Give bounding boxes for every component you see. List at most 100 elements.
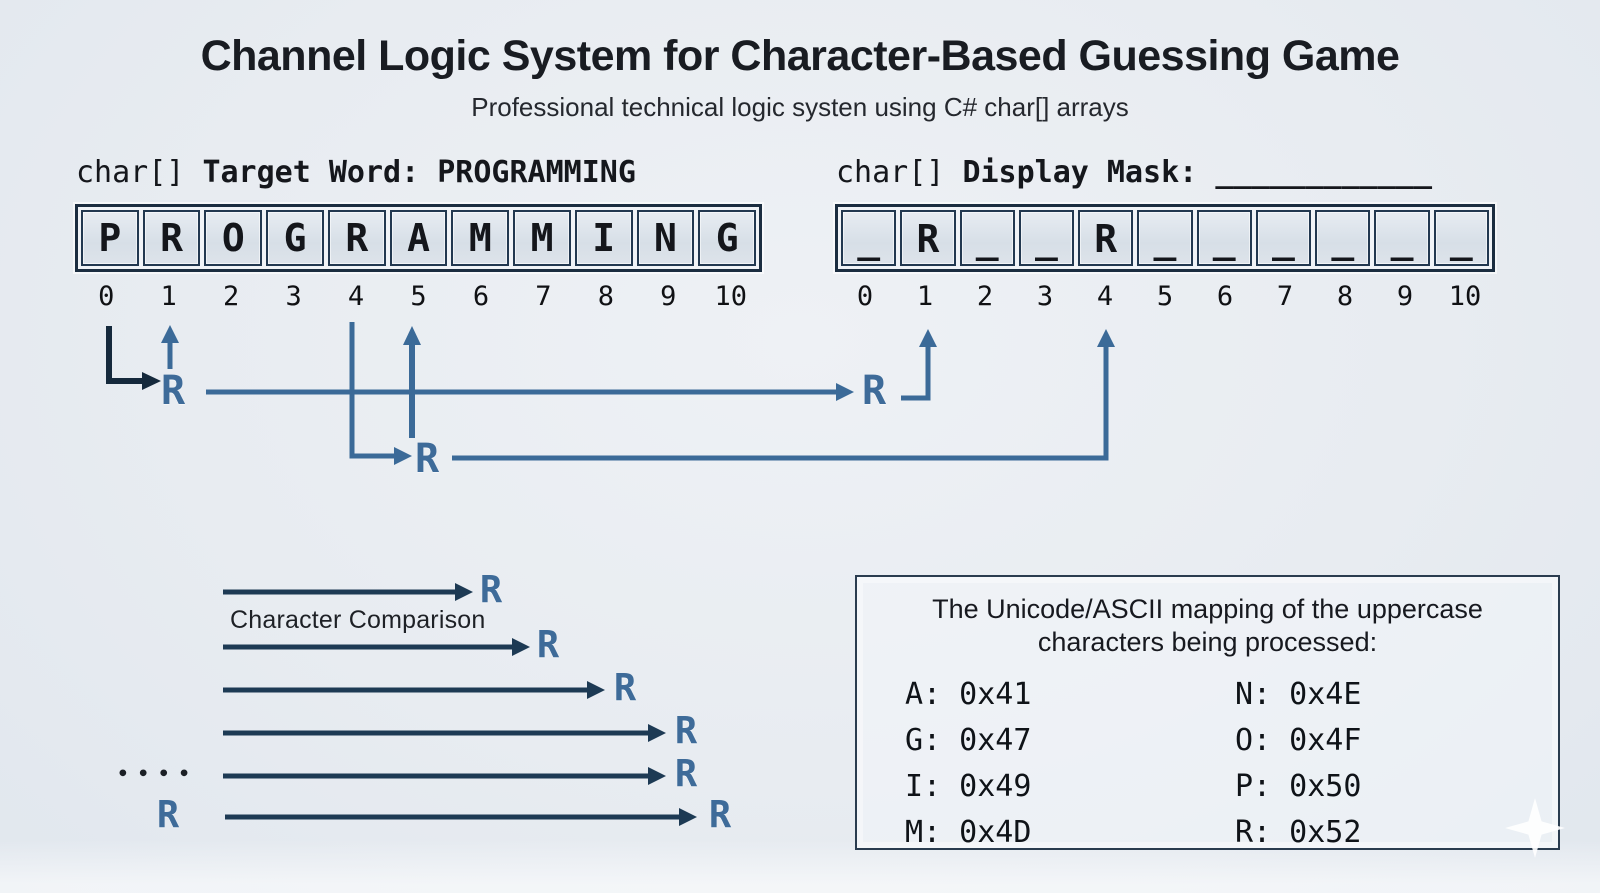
target-cell-10: G <box>698 210 757 266</box>
arrowhead-up-target-index1 <box>161 325 179 343</box>
comparison-r-3: R <box>613 666 637 710</box>
mask-index-7: 7 <box>1276 281 1294 312</box>
arrow-into-mask-index4 <box>452 346 1109 461</box>
target-cell-9: N <box>636 210 695 266</box>
target-cell-8: I <box>574 210 633 266</box>
mapping-p: P: 0x50 <box>1235 769 1362 804</box>
mask-index-row: 0 1 2 3 4 5 6 7 8 9 10 <box>835 281 1495 312</box>
mask-cell-0: _ <box>841 210 897 266</box>
comparison-arrowhead-2 <box>512 638 530 656</box>
comparison-r-6: R <box>708 793 732 837</box>
mask-cell-3: _ <box>1018 210 1075 266</box>
mask-label-text: Display Mask: <box>962 155 1198 190</box>
mask-cell-9: _ <box>1374 210 1430 266</box>
target-index-10: 10 <box>714 281 748 312</box>
arrowhead-up-target-index5 <box>403 326 421 345</box>
target-label-text: Target Word: <box>202 155 420 190</box>
ascii-title-line1: The Unicode/ASCII mapping of the upperca… <box>932 594 1483 624</box>
target-cell-6: M <box>451 210 510 266</box>
comparison-arrowhead-6 <box>679 808 697 826</box>
mapping-g: G: 0x47 <box>905 723 1032 758</box>
target-cell-0: P <box>81 210 139 266</box>
mask-index-5: 5 <box>1156 281 1174 312</box>
target-cell-7: M <box>513 210 571 266</box>
target-label-prefix: char[] <box>76 155 185 190</box>
comparison-ellipsis-dots: •••• <box>117 763 199 785</box>
mask-label-value: ____________ <box>1215 155 1433 190</box>
mask-cell-1: R <box>900 210 956 266</box>
target-index-7: 7 <box>535 281 552 312</box>
comparison-r-5: R <box>674 752 698 796</box>
comparison-arrowhead-4 <box>648 724 666 742</box>
mask-index-10: 10 <box>1448 281 1482 312</box>
mask-label-prefix: char[] <box>836 155 945 190</box>
ascii-column-left: A: 0x41 G: 0x47 I: 0x49 M: 0x4D <box>905 677 1235 850</box>
mask-cell-10: _ <box>1433 210 1489 266</box>
flow-r-lower: R <box>414 436 440 482</box>
target-index-0: 0 <box>98 281 115 312</box>
comparison-r-1: R <box>479 568 503 612</box>
target-cell-1: R <box>142 210 201 266</box>
target-index-4: 4 <box>347 281 365 312</box>
arrowhead-into-mask-index4 <box>1097 329 1115 347</box>
target-index-5: 5 <box>410 281 427 312</box>
target-index-9: 9 <box>660 281 677 312</box>
mapping-a: A: 0x41 <box>905 677 1032 712</box>
mask-char-array: _ R _ _ R _ _ _ _ _ _ <box>835 204 1495 272</box>
arrowhead-from-index4 <box>394 447 412 465</box>
mask-cell-6: _ <box>1196 210 1252 266</box>
ascii-box-title: The Unicode/ASCII mapping of the upperca… <box>857 593 1558 659</box>
mask-cell-4: R <box>1078 210 1134 266</box>
target-index-row: 0 1 2 3 4 5 6 7 8 9 10 <box>75 281 762 312</box>
arrowhead-source-to-mask-r <box>836 383 854 401</box>
mask-index-0: 0 <box>856 281 874 312</box>
mask-index-1: 1 <box>916 281 934 312</box>
mask-index-3: 3 <box>1036 281 1054 312</box>
arrow-into-mask-index1 <box>901 346 931 401</box>
target-cell-5: A <box>389 210 448 266</box>
target-cell-2: O <box>204 210 263 266</box>
mask-cell-8: _ <box>1315 210 1371 266</box>
mapping-n: N: 0x4E <box>1235 677 1362 712</box>
mask-index-2: 2 <box>976 281 994 312</box>
comparison-r-4: R <box>674 709 698 753</box>
comparison-arrowhead-3 <box>587 681 605 699</box>
comparison-r-2: R <box>536 623 560 667</box>
mask-cell-7: _ <box>1255 210 1312 266</box>
mapping-m: M: 0x4D <box>905 815 1032 850</box>
page-title: Channel Logic System for Character-Based… <box>200 32 1400 80</box>
mask-cell-2: _ <box>959 210 1015 266</box>
flow-r-to-mask1: R <box>861 368 887 414</box>
ascii-title-line2: characters being processed: <box>1037 627 1378 657</box>
target-index-3: 3 <box>285 281 302 312</box>
mask-index-9: 9 <box>1396 281 1414 312</box>
arrow-from-index4 <box>349 322 394 459</box>
comparison-arrowhead-5 <box>648 767 666 785</box>
mask-array-label: char[] Display Mask: ____________ <box>836 155 1432 190</box>
mapping-i: I: 0x49 <box>905 769 1032 804</box>
comparison-label: Character Comparison <box>230 606 486 634</box>
flow-r-source: R <box>160 368 186 414</box>
ascii-mapping-box: The Unicode/ASCII mapping of the upperca… <box>855 575 1560 850</box>
mask-cell-5: _ <box>1137 210 1193 266</box>
target-cell-4: R <box>327 210 386 266</box>
target-label-value: PROGRAMMING <box>437 155 636 190</box>
arrowhead-into-mask-index1 <box>919 329 937 347</box>
ascii-column-right: N: 0x4E O: 0x4F P: 0x50 R: 0x52 <box>1235 677 1361 850</box>
arrowhead-from-index0 <box>142 372 161 390</box>
page-subtitle: Professional technical logic systen usin… <box>471 92 1129 122</box>
target-cell-3: G <box>266 210 324 266</box>
mask-index-4: 4 <box>1096 281 1114 312</box>
mask-index-6: 6 <box>1216 281 1234 312</box>
comparison-origin-r: R <box>156 793 180 837</box>
target-index-2: 2 <box>223 281 240 312</box>
arrow-from-index0 <box>106 326 142 384</box>
target-array-label: char[] Target Word: PROGRAMMING <box>76 155 636 190</box>
mapping-r: R: 0x52 <box>1235 815 1362 850</box>
comparison-arrowhead-1 <box>455 583 473 601</box>
target-index-1: 1 <box>160 281 177 312</box>
target-index-8: 8 <box>597 281 614 312</box>
mask-index-8: 8 <box>1336 281 1354 312</box>
target-index-6: 6 <box>472 281 490 312</box>
ascii-mapping-columns: A: 0x41 G: 0x47 I: 0x49 M: 0x4D N: 0x4E … <box>857 677 1558 850</box>
